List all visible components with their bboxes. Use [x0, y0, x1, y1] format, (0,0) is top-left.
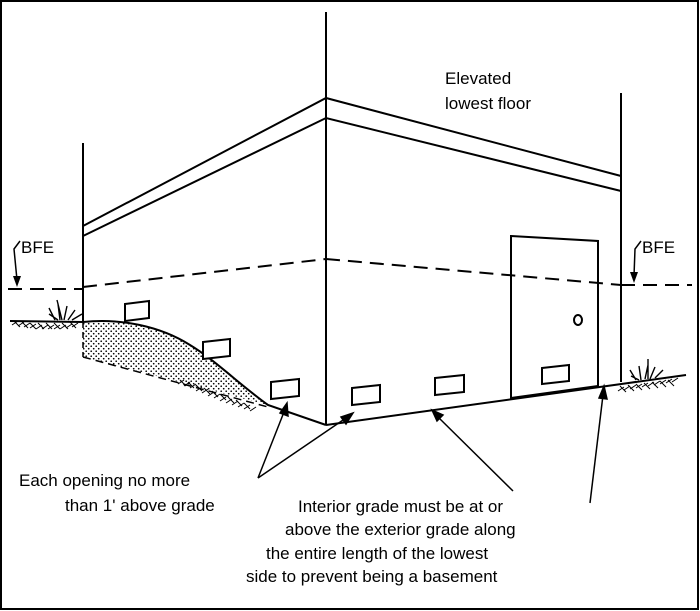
grass-tuft-right: [629, 359, 664, 381]
label-bfe-left: BFE: [21, 238, 54, 257]
door-knob: [573, 314, 583, 326]
label-interior-line2: above the exterior grade along: [285, 520, 516, 539]
label-interior-line4: side to prevent being a basement: [246, 567, 498, 586]
exterior-grade: [9, 320, 327, 426]
label-bfe-right: BFE: [642, 238, 675, 257]
flood-opening: [434, 373, 465, 397]
flood-opening: [541, 363, 570, 386]
flood-openings: [124, 299, 570, 407]
fill-soil-area: [83, 320, 268, 405]
grade-hatch-left: [11, 320, 79, 330]
grade-hatch-right: [617, 377, 679, 393]
label-elevated: Elevated: [445, 69, 511, 88]
label-lowest-floor: lowest floor: [445, 94, 531, 113]
flood-opening: [351, 383, 381, 407]
door: [510, 234, 599, 400]
grade-hatch-slope: [177, 379, 257, 412]
flood-opening: [270, 377, 300, 401]
label-openings-line2: than 1' above grade: [65, 496, 215, 515]
bfe-line: [8, 258, 692, 290]
flood-opening: [124, 299, 150, 323]
label-interior-line1: Interior grade must be at or: [298, 497, 503, 516]
grass-tuft-left: [48, 299, 83, 321]
bfe-right-pointer: [630, 240, 642, 283]
openings-leaders: [257, 400, 355, 479]
hidden-interior-grade: [82, 356, 269, 408]
label-openings-line1: Each opening no more: [19, 471, 190, 490]
right-grade-line: [325, 374, 687, 426]
bfe-left-pointer: [13, 240, 21, 287]
interior-grade-leaders: [430, 383, 608, 504]
elevated-floor-slab: [82, 96, 622, 237]
label-interior-line3: the entire length of the lowest: [266, 544, 488, 563]
flood-opening: [202, 337, 231, 361]
